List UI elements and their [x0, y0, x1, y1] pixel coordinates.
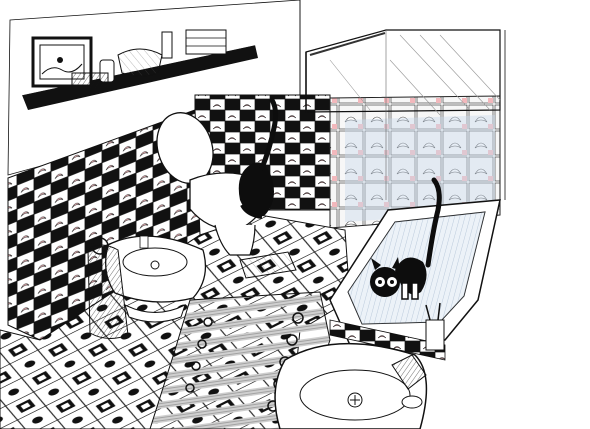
- shower-wall-tiles: [329, 95, 501, 229]
- shelf-basket: [117, 48, 163, 77]
- rug-circles: [185, 312, 304, 412]
- towel-ring: [91, 237, 109, 255]
- shower-blue-tint: [345, 115, 495, 222]
- shelf-bottle: [161, 31, 173, 59]
- shower-glass-panel: [305, 29, 501, 200]
- hand-towel: [87, 244, 129, 339]
- black-cat-icon: [370, 177, 442, 300]
- basin-toiletries: [391, 354, 427, 390]
- floor-basket: [239, 251, 297, 279]
- shelf-towels: [185, 29, 227, 55]
- bidet: [105, 235, 207, 323]
- washbasin: [274, 342, 428, 429]
- wall-shelf: [21, 29, 258, 110]
- shelf-box: [71, 72, 109, 90]
- bidet-drain: [150, 260, 160, 270]
- toothbrush-cup: [425, 302, 445, 351]
- basin-brush: [401, 395, 423, 409]
- black-cat-icon: [238, 97, 279, 219]
- tub-front-tiles: [329, 319, 446, 361]
